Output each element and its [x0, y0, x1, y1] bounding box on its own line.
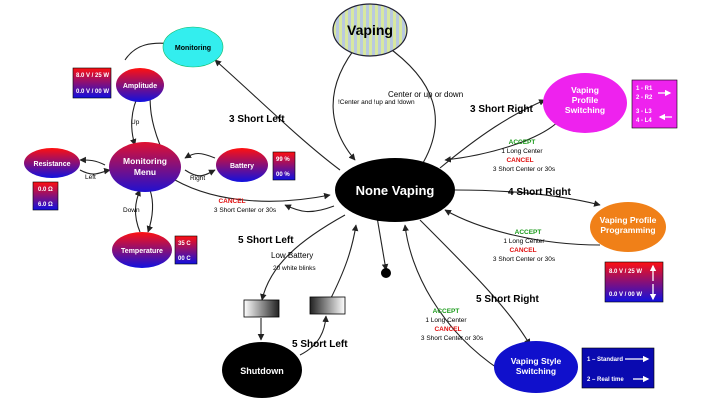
label-up: Up — [131, 119, 140, 126]
profiles-panel: 1 - R1 2 - R2 3 - L3 4 - L4 — [631, 79, 678, 129]
label-three-short-right: 3 Short Right — [470, 104, 533, 115]
node-temperature-label: Temperature — [121, 248, 163, 255]
label-five-short-right: 5 Short Right — [476, 294, 539, 305]
programming-panel: 8.0 V / 25 W 0.0 V / 00 W — [604, 261, 664, 303]
node-vaping[interactable]: Vaping — [332, 3, 408, 57]
node-resistance[interactable]: Resistance — [24, 148, 80, 178]
fade-out-box — [243, 299, 280, 318]
programming-cancel-detail: 3 Short Center or 30s — [493, 256, 556, 263]
edges — [79, 40, 601, 371]
node-amplitude-label: Amplitude — [123, 83, 157, 90]
node-monitoring-label: Monitoring — [175, 45, 211, 52]
label-low-battery: Low Battery — [271, 251, 313, 260]
switching-accept-detail: 1 Long Center — [501, 148, 543, 155]
svg-text:6.0 Ω: 6.0 Ω — [38, 202, 53, 208]
node-battery-label: Battery — [230, 163, 254, 170]
node-resistance-label: Resistance — [34, 161, 71, 168]
monitoring-cancel-detail: 3 Short Center or 30s — [214, 207, 277, 214]
label-left: Left — [85, 174, 96, 181]
initial-state-dot — [381, 268, 391, 278]
node-vaping-label: Vaping — [347, 22, 393, 38]
svg-text:0.0 V / 00 W: 0.0 V / 00 W — [609, 292, 642, 298]
fade-in-box — [309, 296, 346, 315]
node-temperature[interactable]: Temperature — [112, 232, 172, 268]
node-shutdown[interactable]: Shutdown — [222, 342, 302, 398]
svg-text:8.0 V / 25 W: 8.0 V / 25 W — [76, 73, 109, 79]
node-amplitude[interactable]: Amplitude — [116, 68, 164, 102]
svg-text:0.0 Ω: 0.0 Ω — [38, 187, 53, 193]
node-none-vaping[interactable]: None Vaping — [335, 158, 455, 222]
monitoring-cancel-label: CANCEL — [218, 198, 245, 205]
style-accept-detail: 1 Long Center — [425, 317, 467, 324]
svg-text:00 C: 00 C — [178, 256, 191, 262]
svg-text:1 – Standard: 1 – Standard — [587, 357, 623, 363]
style-accept-label: ACCEPT — [433, 308, 460, 315]
switching-accept-label: ACCEPT — [509, 139, 536, 146]
svg-text:1 - R1: 1 - R1 — [636, 86, 653, 92]
node-shutdown-label: Shutdown — [240, 366, 284, 376]
svg-text:3 - L3: 3 - L3 — [636, 109, 652, 115]
svg-text:8.0 V / 25 W: 8.0 V / 25 W — [609, 269, 642, 275]
style-cancel-detail: 3 Short Center or 30s — [421, 335, 484, 342]
programming-cancel-label: CANCEL — [509, 247, 536, 254]
svg-text:2 – Real time: 2 – Real time — [587, 377, 624, 383]
amplitude-panel: 8.0 V / 25 W 0.0 V / 00 W — [72, 67, 112, 99]
resistance-panel: 0.0 Ω 6.0 Ω — [32, 181, 59, 211]
label-center-or-up-or-down: Center or up or down — [388, 90, 463, 99]
node-battery[interactable]: Battery — [216, 148, 268, 182]
switching-cancel-detail: 3 Short Center or 30s — [493, 166, 556, 173]
node-none-vaping-label: None Vaping — [356, 183, 435, 198]
svg-text:00 %: 00 % — [276, 172, 290, 178]
label-center-up-down-negated: !Center and !up and !down — [338, 99, 415, 106]
programming-accept-detail: 1 Long Center — [503, 238, 545, 245]
label-five-short-left-bottom: 5 Short Left — [292, 339, 348, 350]
switching-cancel-label: CANCEL — [506, 157, 533, 164]
svg-text:35 C: 35 C — [178, 241, 191, 247]
label-twenty-white-blinks: 20 white blinks — [273, 265, 316, 272]
programming-accept-label: ACCEPT — [515, 229, 542, 236]
svg-text:4 - L4: 4 - L4 — [636, 118, 652, 124]
label-four-short-right: 4 Short Right — [508, 187, 571, 198]
label-three-short-left: 3 Short Left — [229, 114, 285, 125]
svg-text:99 %: 99 % — [276, 157, 290, 163]
svg-text:0.0 V / 00 W: 0.0 V / 00 W — [76, 89, 109, 95]
label-down: Down — [123, 207, 140, 214]
svg-text:2 - R2: 2 - R2 — [636, 95, 653, 101]
label-five-short-left-top: 5 Short Left — [238, 235, 294, 246]
node-monitoring[interactable]: Monitoring — [162, 26, 224, 68]
style-panel: 1 – Standard 2 – Real time — [581, 347, 655, 389]
label-right: Right — [190, 175, 205, 182]
temperature-panel: 35 C 00 C — [174, 235, 198, 265]
style-cancel-label: CANCEL — [434, 326, 461, 333]
battery-panel: 99 % 00 % — [272, 151, 296, 181]
